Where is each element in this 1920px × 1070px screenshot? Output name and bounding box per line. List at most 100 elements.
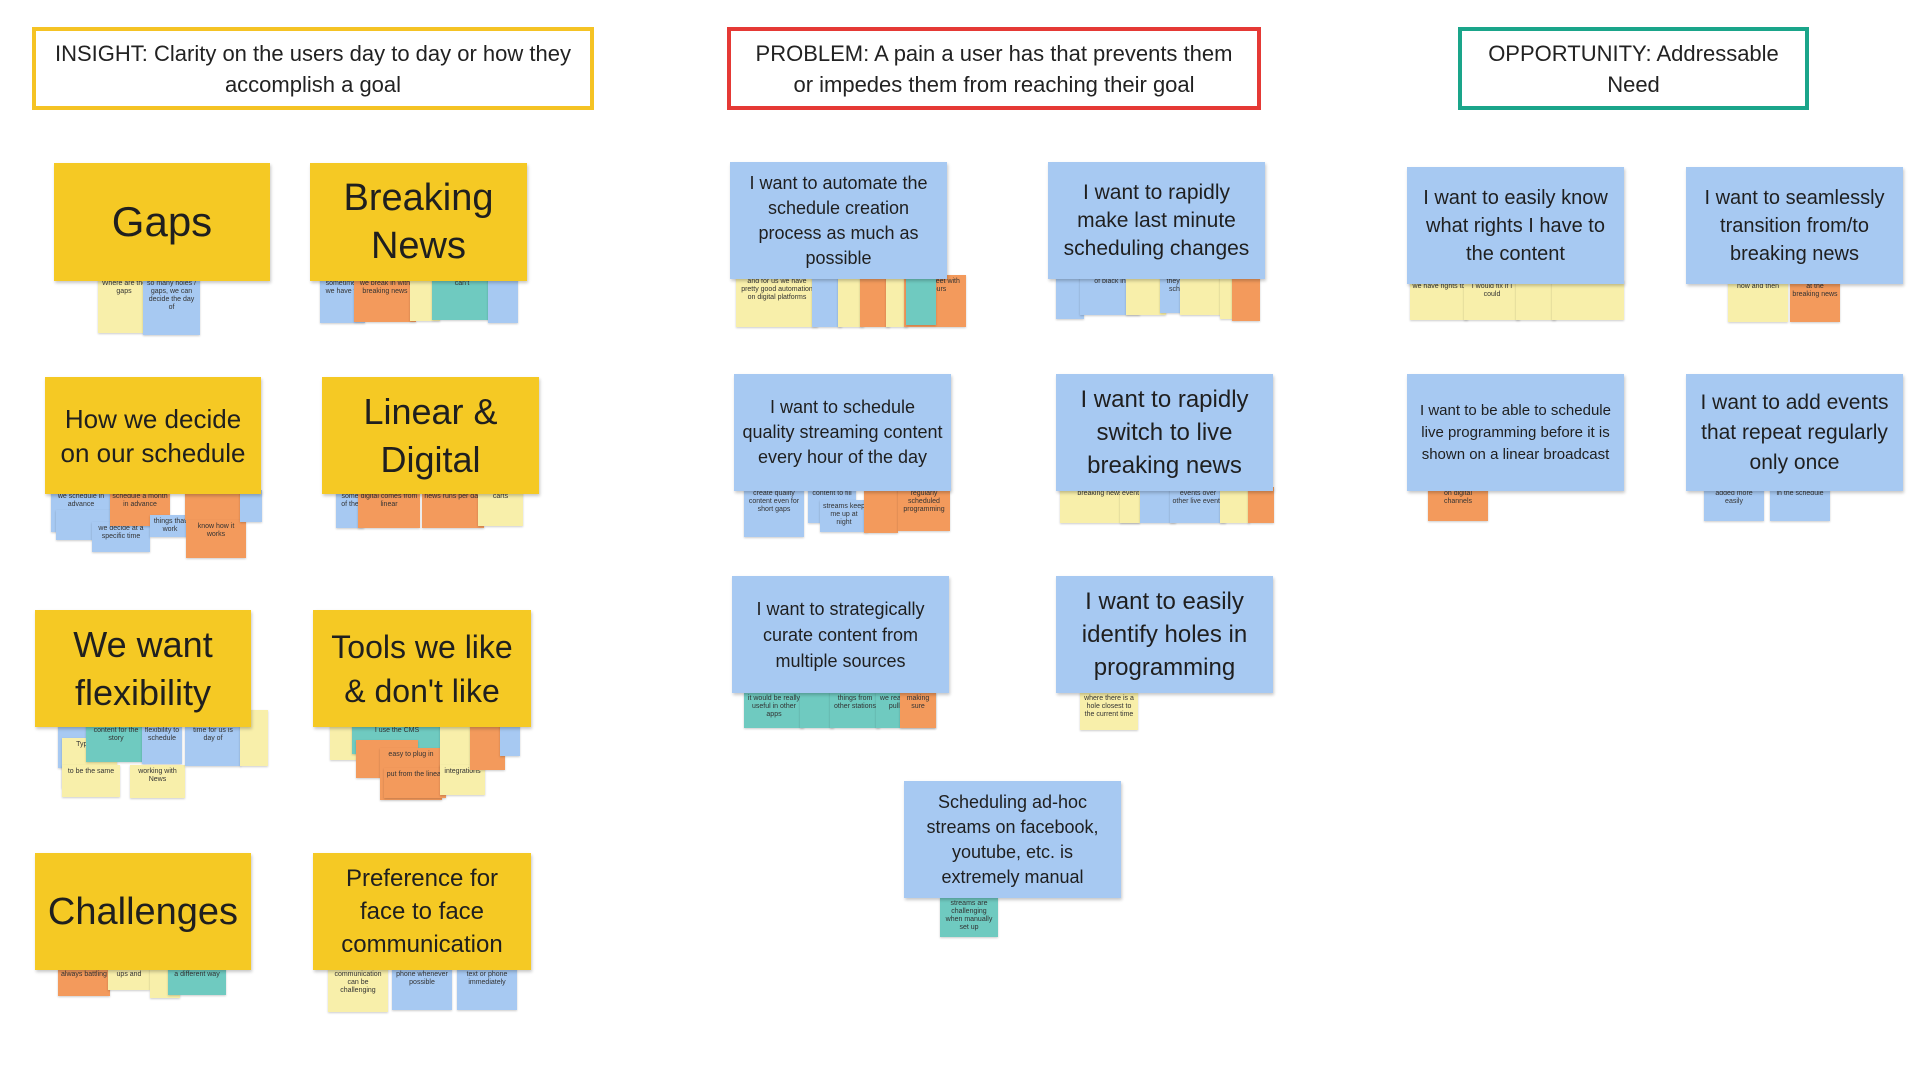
insight-note-gaps[interactable]: Gaps [54, 163, 270, 281]
problem-note-quality-streaming[interactable]: I want to schedule quality streaming con… [734, 374, 951, 491]
sub-note[interactable]: making sure [900, 692, 936, 728]
sub-note[interactable]: at the breaking news [1790, 280, 1840, 322]
sub-note[interactable]: digital comes from linear [358, 490, 420, 528]
opportunity-note-text: I want to seamlessly transition from/to … [1704, 186, 1885, 265]
insight-note-face-to-face[interactable]: Preference for face to face communicatio… [313, 853, 531, 970]
sub-note[interactable]: things from other stations [830, 692, 880, 728]
sub-note-text: text or phone immediately [466, 971, 508, 986]
sub-note[interactable]: a different way [168, 968, 226, 995]
insight-note-tools[interactable]: Tools we like & don't like [313, 610, 531, 727]
sub-note[interactable]: flexibility to schedule [142, 724, 182, 764]
sub-note[interactable]: we have rights to [1410, 280, 1468, 320]
sub-note[interactable] [470, 724, 505, 770]
insight-note-schedule-decision[interactable]: How we decide on our schedule [45, 377, 261, 494]
insight-note-text: How we decide on our schedule [60, 403, 246, 468]
sub-note[interactable] [906, 275, 936, 325]
sub-note-text: I would fix if I could [1471, 283, 1513, 298]
problem-header[interactable]: PROBLEM: A pain a user has that prevents… [727, 27, 1261, 110]
insight-note-linear-digital[interactable]: Linear & Digital [322, 377, 539, 494]
sub-note-text: digital comes from linear [360, 493, 418, 508]
problem-note-last-minute[interactable]: I want to rapidly make last minute sched… [1048, 162, 1265, 279]
insight-note-flexibility[interactable]: We want flexibility [35, 610, 251, 727]
sub-note[interactable]: content for the story [86, 724, 146, 762]
sub-note[interactable] [860, 275, 890, 327]
sub-note[interactable] [1248, 487, 1274, 523]
sub-note[interactable]: we break in with breaking news [354, 277, 416, 322]
sub-note[interactable]: on digital channels [1428, 487, 1488, 521]
sub-note[interactable]: now and then [1728, 280, 1788, 322]
sub-note[interactable] [240, 490, 262, 522]
sub-note[interactable]: create quality content even for short ga… [744, 487, 804, 537]
sub-note[interactable] [864, 487, 898, 533]
problem-note-text: I want to strategically curate content f… [756, 598, 925, 671]
sub-note[interactable]: in the schedule [1770, 487, 1830, 521]
sub-note[interactable]: it would be really useful in other apps [744, 692, 804, 728]
sub-note[interactable] [800, 692, 834, 728]
sub-note[interactable]: we decide at a specific time [92, 522, 150, 552]
sub-note[interactable]: I would fix if I could [1464, 280, 1520, 320]
sub-note[interactable]: text or phone immediately [457, 968, 517, 1010]
sub-note[interactable]: things that work [150, 515, 190, 537]
insight-note-challenges[interactable]: Challenges [35, 853, 251, 970]
sub-note[interactable]: working with News [130, 765, 185, 798]
sub-note[interactable] [812, 275, 842, 327]
opportunity-note-schedule-live[interactable]: I want to be able to schedule live progr… [1407, 374, 1624, 491]
insight-note-breaking-news[interactable]: Breaking News [310, 163, 527, 281]
sub-note-text: added more easily [1715, 490, 1753, 505]
sub-note[interactable] [185, 490, 240, 520]
sub-note-text: put from the linear [386, 771, 444, 778]
sub-note[interactable]: so many holes / gaps, we can decide the … [143, 277, 200, 335]
sub-note[interactable]: time for us is day of [185, 724, 241, 766]
sub-note-text: now and then [1736, 283, 1780, 290]
sub-note[interactable] [1056, 275, 1084, 319]
sub-note-text: can't [454, 280, 470, 287]
sub-note[interactable]: added more easily [1704, 487, 1764, 521]
problem-note-curate[interactable]: I want to strategically curate content f… [732, 576, 949, 693]
sub-note[interactable]: ups and [108, 968, 150, 990]
sub-note-text: I use the CMS [374, 727, 420, 734]
sub-note[interactable]: event [1120, 487, 1140, 523]
opportunity-note-repeat-events[interactable]: I want to add events that repeat regular… [1686, 374, 1903, 491]
problem-note-live-switch[interactable]: I want to rapidly switch to live breakin… [1056, 374, 1273, 491]
sub-note[interactable]: and for us we have pretty good automatio… [736, 275, 818, 327]
sub-note[interactable]: streams are challenging when manually se… [940, 897, 998, 937]
opportunity-note-rights[interactable]: I want to easily know what rights I have… [1407, 167, 1624, 284]
sub-note[interactable] [500, 724, 520, 756]
sub-note-text: streams keep me up at night [822, 503, 866, 526]
sub-note[interactable] [1516, 280, 1556, 320]
problem-note-automate[interactable]: I want to automate the schedule creation… [730, 162, 947, 279]
sub-note[interactable] [1552, 280, 1624, 320]
sub-note[interactable] [488, 277, 518, 323]
sub-note[interactable]: always battling [58, 968, 110, 996]
sub-note[interactable]: communication can be challenging [328, 968, 388, 1012]
sub-note[interactable]: Where are the gaps [98, 277, 150, 333]
sub-note[interactable] [838, 275, 864, 327]
sub-note[interactable]: where there is a hole closest to the cur… [1080, 692, 1138, 730]
opportunity-note-transition[interactable]: I want to seamlessly transition from/to … [1686, 167, 1903, 284]
sub-note[interactable]: know how it works [186, 520, 246, 558]
sub-note[interactable]: phone whenever possible [392, 968, 452, 1010]
sub-note[interactable] [1126, 275, 1166, 315]
sub-note[interactable]: integrations [440, 765, 485, 795]
sub-note[interactable]: can't [432, 277, 492, 320]
sub-note[interactable]: put from the linear [384, 768, 446, 798]
problem-note-text: I want to easily identify holes in progr… [1081, 588, 1248, 681]
sub-note[interactable] [1220, 487, 1250, 523]
problem-note-holes[interactable]: I want to easily identify holes in progr… [1056, 576, 1273, 693]
sub-note[interactable]: carts [478, 490, 523, 526]
insight-header[interactable]: INSIGHT: Clarity on the users day to day… [32, 27, 594, 110]
problem-note-adhoc-streams[interactable]: Scheduling ad-hoc streams on facebook, y… [904, 781, 1121, 898]
sub-note[interactable] [440, 724, 475, 770]
sub-note-text: create quality content even for short ga… [748, 490, 800, 513]
sub-note[interactable]: events over other live events [1170, 487, 1226, 523]
sub-note-text: communication can be challenging [334, 971, 382, 994]
sub-note[interactable] [886, 275, 908, 327]
sub-note[interactable]: news runs per day [422, 490, 484, 528]
sub-note[interactable] [1232, 275, 1260, 321]
sub-note[interactable]: regularly scheduled programming [898, 487, 950, 531]
opportunity-header[interactable]: OPPORTUNITY: Addressable Need [1458, 27, 1809, 110]
sub-note[interactable]: to be the same [62, 765, 120, 797]
sub-note-text: in the schedule [1776, 490, 1824, 497]
sub-note[interactable]: streams keep me up at night [820, 500, 868, 532]
sub-note-text: where there is a hole closest to the cur… [1084, 695, 1134, 718]
